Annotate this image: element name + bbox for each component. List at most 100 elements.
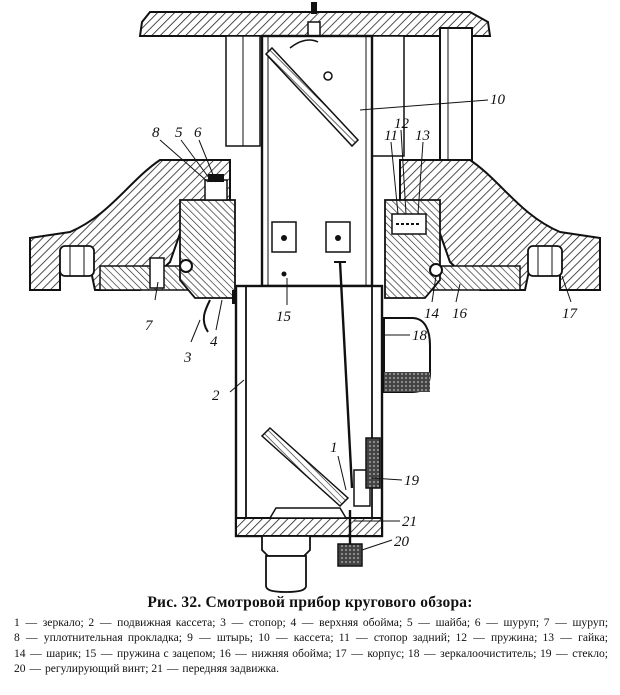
legend-entry-9: 9 — штырь; bbox=[187, 631, 254, 645]
label-15: 15 bbox=[276, 309, 292, 325]
legend-text: штырь; bbox=[216, 631, 254, 645]
legend-number: 21 bbox=[151, 661, 163, 675]
legend-entry-8: 8 — уплотнительная прокладка; bbox=[14, 631, 182, 645]
housing-right bbox=[399, 159, 601, 291]
periscope-diagram: 8 5 6 7 3 4 2 10 11 12 13 14 15 16 17 18… bbox=[29, 2, 601, 593]
legend-entry-17: 17 — корпус; bbox=[335, 646, 405, 660]
label-3: 3 bbox=[183, 350, 192, 366]
legend-number: 12 bbox=[455, 631, 468, 645]
legend-entry-11: 11 — стопор задний; bbox=[338, 631, 451, 645]
mirror-cleaner bbox=[383, 317, 431, 393]
upper-cassette bbox=[260, 34, 374, 288]
legend-number: 9 bbox=[187, 631, 193, 645]
legend-entry-2: 2 — подвижная кассета; bbox=[88, 616, 216, 629]
housing-left bbox=[29, 159, 231, 291]
legend-text: верхняя обойма; bbox=[319, 616, 403, 629]
lower-cassette bbox=[234, 261, 384, 538]
legend-number: 13 bbox=[542, 631, 555, 645]
label-20: 20 bbox=[394, 534, 410, 550]
legend-number: 11 bbox=[338, 631, 350, 645]
legend-text: стопор задний; bbox=[373, 631, 451, 645]
legend-text: шуруп; bbox=[503, 616, 540, 629]
legend-text: стопор; bbox=[248, 616, 286, 629]
legend-text: зеркалоочиститель; bbox=[440, 646, 537, 660]
legend-number: 3 bbox=[220, 616, 226, 629]
legend-entry-10: 10 — кассета; bbox=[258, 631, 334, 645]
legend-number: 7 bbox=[543, 616, 550, 629]
legend-number: 18 bbox=[407, 646, 420, 660]
legend-number: 10 bbox=[258, 631, 270, 645]
caption-prefix: Рис. 32. bbox=[147, 594, 202, 611]
legend-number: 4 bbox=[290, 616, 297, 629]
legend-number: 17 bbox=[335, 646, 347, 660]
legend-number: 6 bbox=[474, 616, 481, 629]
legend-entry-16: 16 — нижняя обойма; bbox=[219, 646, 332, 660]
legend-text: корпус; bbox=[367, 646, 405, 660]
legend-number: 14 bbox=[14, 646, 26, 660]
legend-entry-18: 18 — зеркалоочиститель; bbox=[407, 646, 537, 660]
top-cover bbox=[138, 2, 492, 45]
label-18: 18 bbox=[412, 328, 428, 344]
parts-legend: 1 — зеркало; 2 — подвижная кассета; 3 — … bbox=[14, 615, 608, 676]
legend-text: шуруп; bbox=[572, 616, 609, 629]
label-11: 11 bbox=[384, 128, 398, 144]
legend-entry-21: 21 — передняя задвижка. bbox=[151, 661, 279, 675]
legend-entry-4: 4 — верхняя обойма; bbox=[290, 616, 403, 629]
legend-text: передняя задвижка. bbox=[182, 661, 279, 675]
label-4: 4 bbox=[210, 334, 218, 350]
label-5: 5 bbox=[175, 125, 183, 141]
label-19: 19 bbox=[404, 473, 420, 489]
legend-text: гайка; bbox=[578, 631, 609, 645]
legend-entry-3: 3 — стопор; bbox=[220, 616, 286, 629]
legend-text: шарик; bbox=[46, 646, 82, 660]
part-labels: 8 5 6 7 3 4 2 10 11 12 13 14 15 16 17 18… bbox=[145, 92, 579, 550]
label-21: 21 bbox=[402, 514, 417, 530]
legend-entry-7: 7 — шуруп; bbox=[543, 616, 609, 629]
legend-number: 1 bbox=[14, 616, 20, 629]
legend-entry-15: 15 — пружина с зацепом; bbox=[84, 646, 216, 660]
caption-title: Смотровой прибор кругового обзора: bbox=[205, 594, 473, 611]
bottom-parts bbox=[261, 510, 363, 593]
legend-text: пружина с зацепом; bbox=[116, 646, 216, 660]
upper-ring-right bbox=[384, 199, 443, 299]
legend-text: регулирующий винт; bbox=[44, 661, 149, 675]
legend-number: 5 bbox=[406, 616, 413, 629]
legend-text: кассета; bbox=[293, 631, 334, 645]
legend-entry-14: 14 — шарик; bbox=[14, 646, 82, 660]
legend-number: 20 bbox=[14, 661, 26, 675]
legend-entry-6: 6 — шуруп; bbox=[474, 616, 540, 629]
label-13: 13 bbox=[415, 128, 430, 144]
legend-entry-1: 1 — зеркало; bbox=[14, 616, 84, 629]
legend-entry-12: 12 — пружина; bbox=[455, 631, 538, 645]
legend-text: зеркало; bbox=[42, 616, 84, 629]
left-rod bbox=[225, 35, 261, 147]
label-6: 6 bbox=[194, 125, 202, 141]
upper-ring-left bbox=[149, 174, 244, 333]
legend-text: шайба; bbox=[435, 616, 471, 629]
legend-entry-20: 20 — регулирующий винт; bbox=[14, 661, 149, 675]
figure-caption: Рис. 32. Смотровой прибор кругового обзо… bbox=[0, 594, 620, 612]
label-8: 8 bbox=[152, 125, 160, 141]
label-12: 12 bbox=[394, 116, 410, 132]
label-7: 7 bbox=[145, 318, 154, 334]
legend-entry-5: 5 — шайба; bbox=[406, 616, 471, 629]
legend-text: пружина; bbox=[491, 631, 538, 645]
legend-number: 19 bbox=[539, 646, 552, 660]
leader-lines bbox=[154, 99, 572, 551]
label-14: 14 bbox=[424, 306, 440, 322]
label-16: 16 bbox=[452, 306, 468, 322]
legend-text: стекло; bbox=[572, 646, 608, 660]
legend-number: 8 bbox=[14, 631, 20, 645]
legend-text: нижняя обойма; bbox=[251, 646, 332, 660]
legend-text: подвижная кассета; bbox=[117, 616, 216, 629]
legend-entry-19: 19 — стекло; bbox=[539, 646, 608, 660]
legend-entry-13: 13 — гайка; bbox=[542, 631, 609, 645]
label-10: 10 bbox=[490, 92, 506, 108]
legend-number: 2 bbox=[88, 616, 95, 629]
legend-number: 16 bbox=[219, 646, 231, 660]
legend-text: уплотнительная прокладка; bbox=[43, 631, 182, 645]
label-17: 17 bbox=[562, 306, 579, 322]
label-1: 1 bbox=[330, 440, 338, 456]
legend-number: 15 bbox=[84, 646, 97, 660]
label-2: 2 bbox=[212, 388, 220, 404]
